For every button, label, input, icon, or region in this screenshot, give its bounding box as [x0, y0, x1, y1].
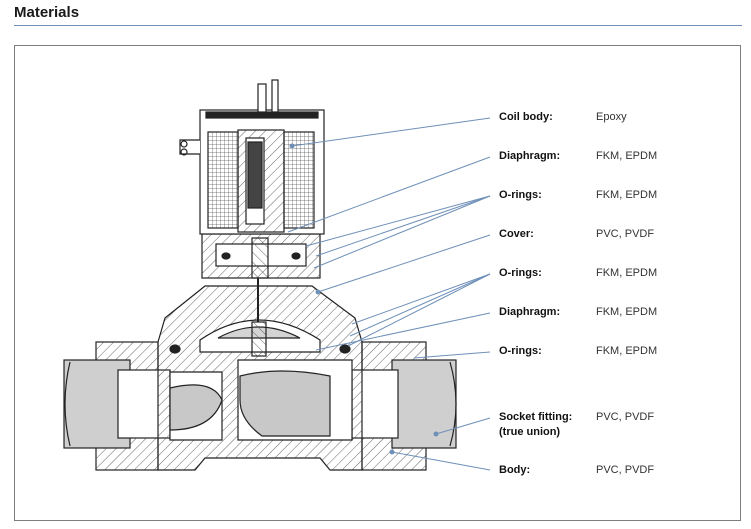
- leader-coil-body: [291, 117, 491, 147]
- value-o-rings-middle: FKM, EPDM: [596, 267, 658, 279]
- leader-cover: [317, 234, 491, 293]
- leader-o-rings-middle-c: [347, 273, 491, 347]
- value-coil-body: Epoxy: [596, 111, 627, 123]
- leader-o-rings-lower: [413, 351, 491, 359]
- value-body: PVC, PVDF: [596, 464, 655, 476]
- label-coil-body: Coil body:: [499, 111, 553, 123]
- leader-lines: [287, 117, 491, 471]
- leader-diaphragm-upper: [287, 156, 491, 233]
- label-body: Body:: [499, 464, 531, 476]
- label-diaphragm-upper: Diaphragm:: [499, 150, 561, 162]
- value-cover: PVC, PVDF: [596, 228, 655, 240]
- leader-o-rings-upper-a: [305, 195, 491, 247]
- left-socket-fitting: [63, 341, 171, 471]
- leader-diaphragm-lower: [315, 312, 491, 351]
- coil-housing: [179, 79, 325, 235]
- valve-drawing: [63, 79, 457, 471]
- leader-body: [391, 451, 491, 471]
- pilot-cover: [201, 233, 321, 322]
- label-o-rings-lower: O-rings:: [499, 345, 542, 357]
- value-diaphragm-lower: FKM, EPDM: [596, 306, 658, 318]
- label-diaphragm-lower: Diaphragm:: [499, 306, 561, 318]
- label-o-rings-middle: O-rings:: [499, 267, 542, 279]
- value-o-rings-upper: FKM, EPDM: [596, 189, 658, 201]
- value-diaphragm-upper: FKM, EPDM: [596, 150, 658, 162]
- label-socket-fitting-note: (true union): [499, 426, 561, 438]
- label-socket-fitting: Socket fitting:: [499, 411, 573, 423]
- right-socket-fitting: [351, 341, 457, 471]
- title-divider: [14, 25, 742, 26]
- leader-socket-fitting: [435, 417, 491, 435]
- diagram-frame: [14, 45, 741, 521]
- leader-o-rings-upper-c: [313, 195, 491, 269]
- value-o-rings-lower: FKM, EPDM: [596, 345, 658, 357]
- leader-o-rings-upper-b: [315, 195, 491, 257]
- label-o-rings-upper: O-rings:: [499, 189, 542, 201]
- section-title: Materials: [14, 4, 80, 21]
- leader-o-rings-middle-a: [351, 273, 491, 325]
- value-socket-fitting: PVC, PVDF: [596, 411, 655, 423]
- valve-body: [157, 285, 363, 471]
- leader-o-rings-middle-b: [349, 273, 491, 337]
- label-cover: Cover:: [499, 228, 534, 240]
